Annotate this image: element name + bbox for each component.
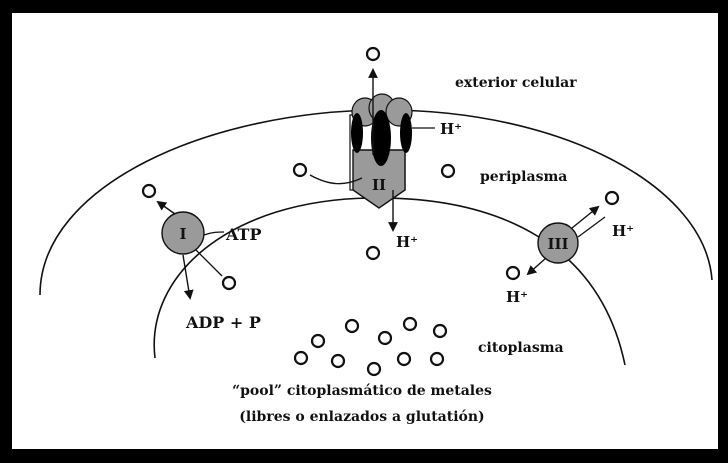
- proton-label-ii-top: H⁺: [440, 120, 462, 138]
- metal-ion: [431, 353, 443, 365]
- metal-ion: [143, 185, 155, 197]
- transporter-i-label: I: [179, 225, 186, 243]
- metal-ion: [507, 267, 519, 279]
- pool-caption-line2: (libres o enlazados a glutatión): [239, 409, 484, 425]
- pool-caption-line1: “pool” citoplasmático de metales: [232, 383, 492, 399]
- proton-label-iii-bottom: H⁺: [506, 288, 528, 306]
- periplasm-label: periplasma: [480, 169, 567, 185]
- metal-ion: [434, 325, 446, 337]
- metal-ion: [346, 320, 358, 332]
- metal-ion: [368, 363, 380, 375]
- atp-label: ATP: [225, 225, 261, 244]
- metal-ion: [294, 164, 306, 176]
- metal-ion: [223, 277, 235, 289]
- exterior-label: exterior celular: [455, 75, 577, 91]
- metal-ion: [295, 352, 307, 364]
- adp-label: ADP + P: [185, 313, 261, 332]
- transporter-ii-label: II: [372, 176, 386, 194]
- transporter-ii: II: [350, 94, 412, 208]
- metal-ion: [404, 318, 416, 330]
- proton-label-ii-bottom: H⁺: [396, 233, 418, 251]
- metal-ion: [379, 332, 391, 344]
- metal-ion: [332, 355, 344, 367]
- metal-ion: [606, 192, 618, 204]
- metal-ion: [442, 165, 454, 177]
- metal-ion: [367, 48, 379, 60]
- transporter-iii-label: III: [547, 235, 568, 253]
- metal-ion: [398, 353, 410, 365]
- cytoplasm-label: citoplasma: [478, 340, 564, 356]
- metal-ion: [367, 247, 379, 259]
- proton-label-iii-top: H⁺: [612, 222, 634, 240]
- metal-ion: [312, 335, 324, 347]
